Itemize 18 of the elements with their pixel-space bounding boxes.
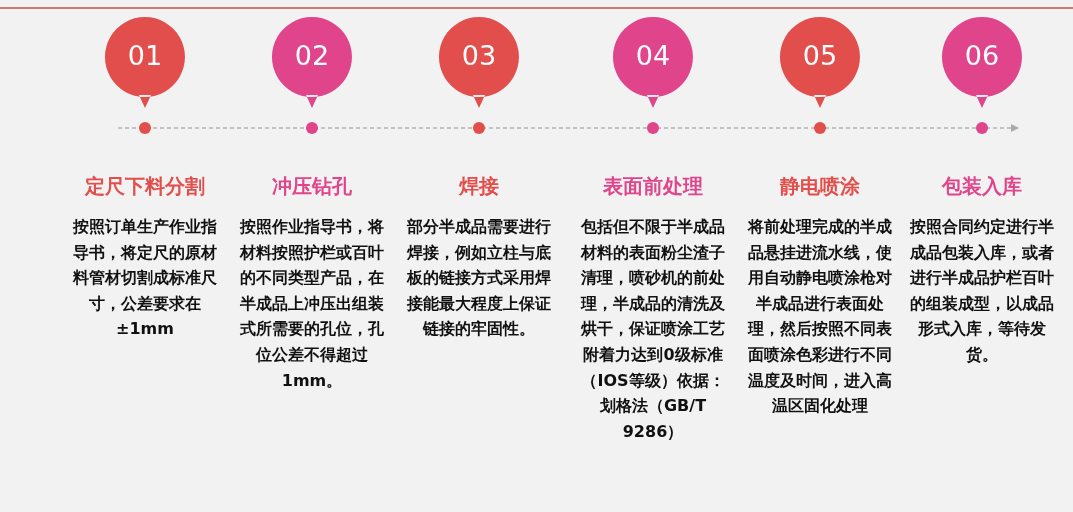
step-description: 按照合同约定进行半成品包装入库，或者进行半成品护栏百叶的组装成型，以成品形式入库，等待发货。 (909, 216, 1055, 366)
step-title: 表面前处理 (602, 173, 704, 199)
number-pin: 06 (940, 15, 1024, 109)
step-title: 包装入库 (940, 173, 1023, 199)
number-pin: 03 (437, 15, 521, 109)
step-description: 包括但不限于半成品材料的表面粉尘渣子清理，喷砂机的前处理，半成品的清洗及烘干，保证喷涂工艺附着力达到0级标准（IOS等级）依据：划格法（GB/T 9286） (580, 216, 726, 443)
number-pin: 01 (103, 15, 187, 109)
step-title: 焊接 (457, 173, 500, 199)
step-description: 将前处理完成的半成品悬挂进流水线，使用自动静电喷涂枪对半成品进行表面处理，然后按照不同表面喷涂色彩进行不同温度及时间，进入高温区固化处理 (747, 216, 893, 418)
step-description: 按照订单生产作业指导书，将定尺的原材料管材切割成标准尺寸，公差要求在±1mm (72, 216, 218, 341)
step-title: 冲压钻孔 (271, 173, 353, 199)
step-description: 部分半成品需要进行焊接，例如立柱与底板的链接方式采用焊接能最大程度上保证链接的牢固性。 (406, 216, 552, 341)
number-pin: 04 (611, 15, 695, 109)
step-title: 静电喷涂 (778, 173, 861, 199)
number-pin: 05 (778, 15, 862, 109)
step-description: 按照作业指导书，将材料按照护栏或百叶的不同类型产品，在半成品上冲压出组装式所需要的孔位，孔位公差不得超过1mm。 (239, 216, 385, 392)
number-pin: 02 (270, 15, 354, 109)
step-title: 定尺下料分割 (83, 173, 206, 199)
